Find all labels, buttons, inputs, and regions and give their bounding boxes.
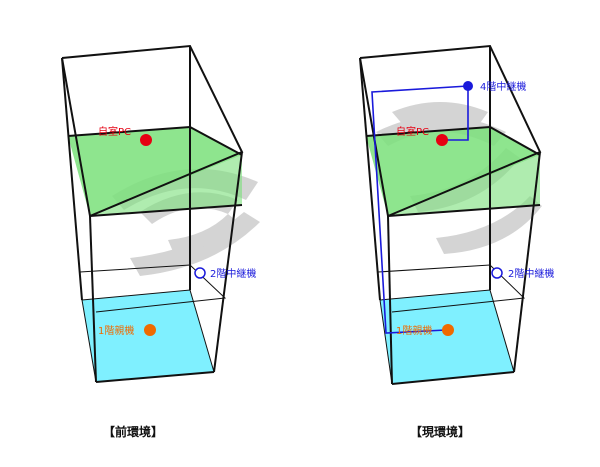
pc-label: 自室PC	[98, 125, 131, 138]
relay2-dot	[194, 267, 206, 279]
ground-floor-cyan	[82, 290, 214, 382]
cable-to-pc	[442, 86, 469, 141]
relay4-dot	[463, 81, 473, 91]
room-floor-green	[366, 127, 540, 216]
relay2-label: 2階中継機	[210, 267, 256, 280]
relay4-label: 4階中継機	[480, 80, 526, 93]
ground-floor-cyan	[380, 290, 514, 384]
cable-route	[371, 85, 469, 334]
caption-before: 【前環境】	[103, 424, 163, 439]
base-label: 1階親機	[98, 324, 134, 337]
base-dot	[144, 324, 156, 336]
building-before: 自室PC 2階中継機 1階親機 【前環境】	[61, 44, 260, 439]
pc-dot	[436, 134, 448, 146]
relay2-dot	[491, 267, 503, 279]
room-floor-green	[68, 127, 242, 216]
relay2-label: 2階中継機	[508, 267, 554, 280]
pc-dot	[140, 134, 152, 146]
caption-current: 【現環境】	[410, 424, 470, 439]
building-current: 4階中継機 自室PC 2階中継機 1階親機 【現環境】	[359, 44, 554, 439]
pc-label: 自室PC	[396, 125, 429, 138]
base-label: 1階親機	[396, 324, 432, 337]
base-dot	[442, 324, 454, 336]
building-frame-current	[359, 44, 542, 385]
